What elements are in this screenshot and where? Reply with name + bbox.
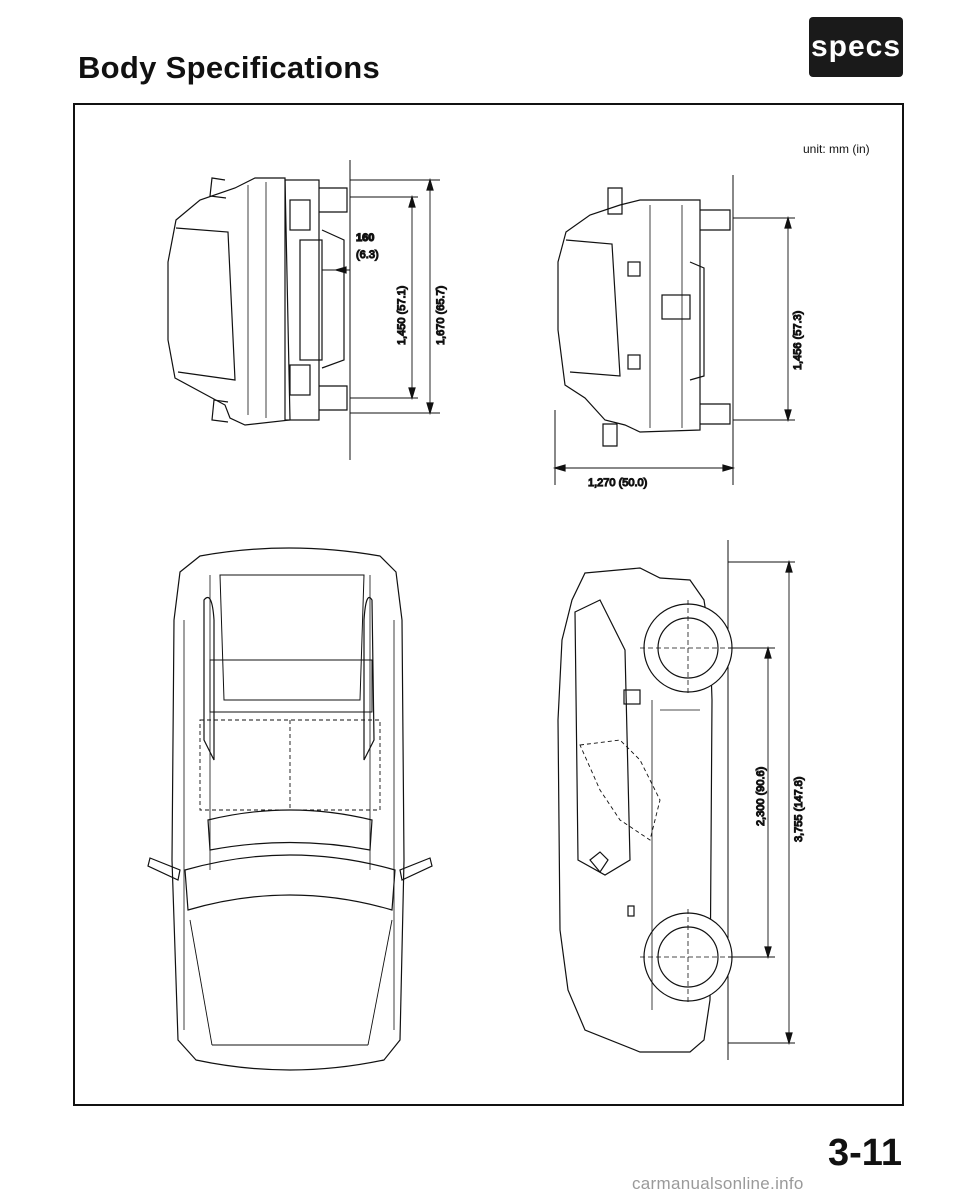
wheelbase-label: 2,300 (90.6) (755, 767, 767, 826)
top-view (147, 547, 433, 1071)
front-body-height-label: 1,450 (57.1) (396, 286, 408, 345)
front-offset-inch-label: (6.3) (356, 249, 379, 261)
rear-view (552, 175, 795, 485)
page-title: Body Specifications (78, 50, 380, 85)
front-view (167, 160, 440, 460)
rear-height-label: 1,456 (57.3) (792, 311, 804, 370)
front-offset-label: 160 (356, 232, 374, 244)
rear-width-label: 1,270 (50.0) (588, 477, 647, 489)
watermark: carmanualsonline.info (632, 1174, 804, 1193)
side-view (557, 540, 795, 1060)
diagram-frame (73, 103, 904, 1106)
unit-note: unit: mm (in) (803, 142, 870, 156)
specs-badge: specs (809, 17, 903, 77)
front-total-height-label: 1,670 (65.7) (435, 286, 447, 345)
overall-length-label: 3,755 (147.8) (793, 777, 805, 842)
page-number: 3-11 (828, 1132, 902, 1174)
